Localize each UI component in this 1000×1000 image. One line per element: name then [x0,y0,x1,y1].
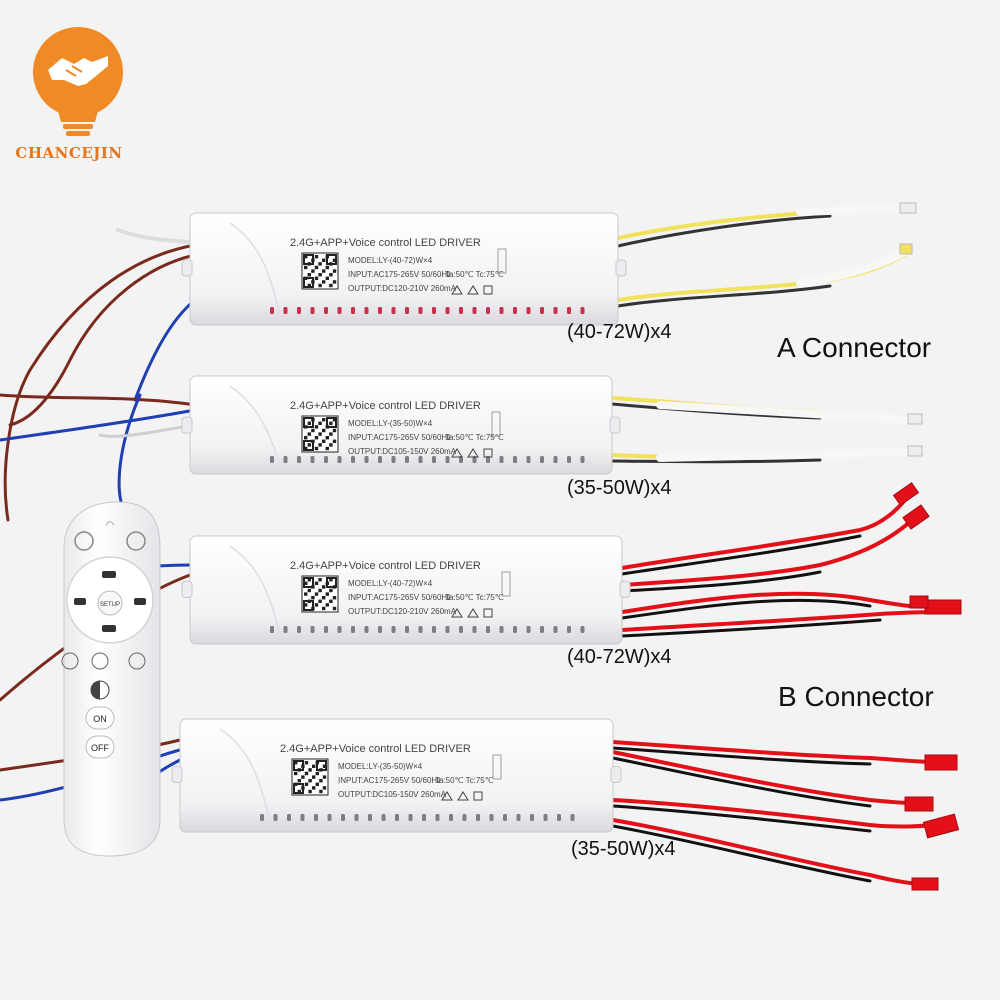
qr-code [301,415,339,453]
driver-box-4: 2.4G+APP+Voice control LED DRIVER MODEL:L… [171,718,622,833]
remote-setup-label: SETUP [100,602,120,608]
driver-output: OUTPUT:DC105-150V 260mA [348,447,457,456]
bulb-icon [74,531,94,551]
driver-title: 2.4G+APP+Voice control LED DRIVER [290,237,481,249]
driver-input: INPUT:AC175-265V 50/60Hz [348,433,451,442]
driver-temp: Ta:50℃ Tc:75℃ [445,270,504,279]
driver-title: 2.4G+APP+Voice control LED DRIVER [290,560,481,572]
certification-marks [451,285,493,295]
on-button [85,706,115,730]
driver-output: OUTPUT:DC120-210V 260mA [348,284,457,293]
remote-off-label: OFF [91,743,109,753]
driver-4-caption: (35-50W)x4 [571,838,676,860]
color-temp-icon [91,652,109,670]
certification-marks [441,791,483,801]
moon-icon [126,531,146,551]
driver-input: INPUT:AC175-265V 50/60Hz [348,270,451,279]
driver-output: OUTPUT:DC120-210V 260mA [348,607,457,616]
driver-model: MODEL:LY-(40-72)W×4 [348,256,433,265]
drivers: 2.4G+APP+Voice control LED DRIVER MODEL:L… [171,212,631,833]
driver-temp: Ta:50℃ Tc:75℃ [445,593,504,602]
b-connector-label: B Connector [778,681,934,712]
a-connector-label: A Connector [777,332,932,363]
brand-logo [33,27,123,136]
driver-box-3: 2.4G+APP+Voice control LED DRIVER MODEL:L… [181,535,631,645]
off-button [85,735,115,759]
driver-temp: Ta:50℃ Tc:75℃ [445,433,504,442]
driver-model: MODEL:LY-(35-50)W×4 [348,419,433,428]
driver-box-1: 2.4G+APP+Voice control LED DRIVER MODEL:L… [181,212,627,326]
driver-model: MODEL:LY-(40-72)W×4 [348,579,433,588]
vent-slots [270,307,585,314]
driver-3-output-wires [620,482,962,638]
driver-4-output-wires [611,740,960,891]
driver-2-caption: (35-50W)x4 [567,477,672,499]
vent-slots [270,456,585,463]
handshake-icon [48,56,108,86]
vent-slots [270,626,585,633]
driver-model: MODEL:LY-(35-50)W×4 [338,762,423,771]
certification-marks [451,448,493,458]
driver-temp: Ta:50℃ Tc:75℃ [435,776,494,785]
driver-output: OUTPUT:DC105-150V 260mA [338,790,447,799]
driver-1-caption: (40-72W)x4 [567,321,672,343]
driver-input: INPUT:AC175-265V 50/60Hz [348,593,451,602]
qr-code [301,252,339,290]
brightness-up-icon [128,652,146,670]
vent-slots [260,814,575,821]
driver-1-output-wires [616,202,917,308]
driver-title: 2.4G+APP+Voice control LED DRIVER [290,400,481,412]
qr-code [291,758,329,796]
remote-on-label: ON [93,714,107,724]
certification-marks [451,608,493,618]
brightness-down-icon [61,652,79,670]
qr-code [301,575,339,613]
driver-box-2: 2.4G+APP+Voice control LED DRIVER MODEL:L… [181,375,621,475]
driver-3-caption: (40-72W)x4 [567,646,672,668]
driver-input: INPUT:AC175-265V 50/60Hz [338,776,441,785]
brand-name: CHANCEJIN [15,144,123,162]
setup-button [97,590,123,616]
driver-2-output-wires [610,396,923,464]
remote-control: ◠ SETUP ON OFF [61,501,161,857]
driver-title: 2.4G+APP+Voice control LED DRIVER [280,743,471,755]
wifi-icon: ◠ [106,520,115,531]
